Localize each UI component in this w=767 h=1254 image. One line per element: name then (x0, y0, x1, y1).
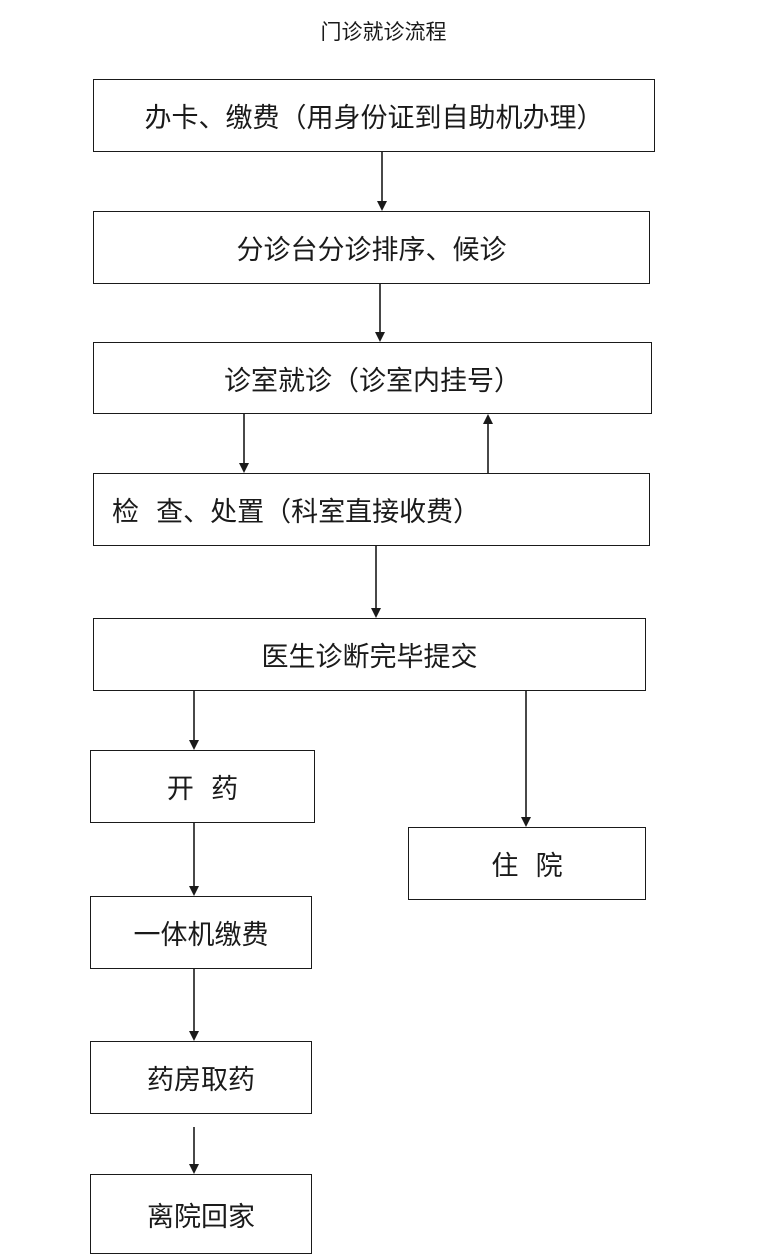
step-hospitalize-label: 住 院 (491, 851, 563, 882)
step-consultation: 诊室就诊（诊室内挂号） (93, 342, 652, 414)
step-triage-waiting-label: 分诊台分诊排序、候诊 (236, 235, 507, 266)
step-register-payment: 办卡、缴费（用身份证到自助机办理） (93, 79, 655, 152)
step-triage-waiting: 分诊台分诊排序、候诊 (93, 211, 650, 284)
step-register-payment-label: 办卡、缴费（用身份证到自助机办理） (144, 103, 604, 134)
step-hospitalize: 住 院 (408, 827, 646, 900)
step-kiosk-payment: 一体机缴费 (90, 896, 312, 969)
step-pharmacy-pickup-label: 药房取药 (147, 1065, 255, 1096)
step-pharmacy-pickup: 药房取药 (90, 1041, 312, 1114)
step-diagnosis-submit-label: 医生诊断完毕提交 (261, 642, 478, 673)
step-kiosk-payment-label: 一体机缴费 (133, 920, 269, 951)
step-prescribe: 开 药 (90, 750, 315, 823)
step-leave-hospital: 离院回家 (90, 1174, 312, 1254)
step-examination: 检 查、处置（科室直接收费） (93, 473, 650, 546)
diagram-title: 门诊就诊流程 (320, 20, 447, 44)
step-consultation-label: 诊室就诊（诊室内挂号） (224, 365, 521, 397)
step-diagnosis-submit: 医生诊断完毕提交 (93, 618, 646, 691)
step-prescribe-label: 开 药 (166, 774, 239, 805)
step-leave-hospital-label: 离院回家 (147, 1201, 255, 1233)
step-examination-label: 检 查、处置（科室直接收费） (112, 497, 481, 528)
